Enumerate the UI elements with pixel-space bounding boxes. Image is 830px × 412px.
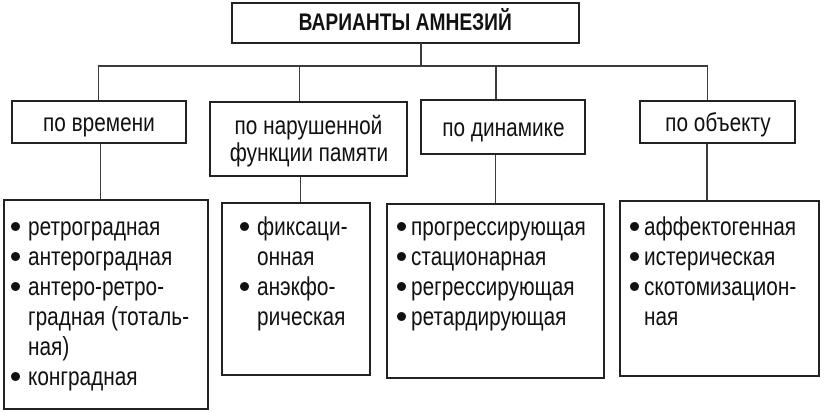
category-label-by-impaired-memory-function-line-1: по нарушенной	[234, 110, 383, 140]
bullet-icon	[11, 371, 20, 381]
list-item: ретроградная	[5, 211, 207, 241]
diagram-title: ВАРИАНТЫ АМНЕЗИЙ	[298, 9, 513, 36]
category-label-by-time: по времени	[43, 106, 155, 137]
bullet-icon	[11, 221, 20, 231]
list-item-text: ретардирующая	[411, 301, 567, 331]
list-item-text: антероградная	[28, 241, 173, 271]
bullet-icon	[630, 221, 639, 231]
list-item: ретардирующая	[388, 301, 603, 331]
list-item-continuation: рическая	[223, 301, 369, 331]
connector-by-object-to-list	[706, 143, 708, 201]
list-item-text: онная	[257, 241, 315, 271]
list-item: истерическая	[621, 241, 818, 271]
list-item-continuation: ная	[621, 301, 818, 331]
bullet-icon	[11, 281, 20, 291]
list-box-by-object: аффектогенная истерическая скотомизацион…	[619, 200, 820, 377]
category-node-by-dynamics: по динамике	[420, 99, 586, 155]
list-box-by-impaired-memory-function: фиксаци- онная анэкфо- рическая	[221, 202, 371, 376]
list-item: анэкфо-	[223, 271, 369, 301]
connector-drop-by-dynamics	[495, 65, 497, 100]
list-item-text: рическая	[257, 301, 346, 331]
bullet-icon	[397, 311, 406, 321]
list-box-by-dynamics: прогрессирующая стационарная регрессирую…	[386, 203, 605, 379]
bullet-icon	[397, 281, 406, 291]
category-node-by-object: по объекту	[639, 100, 796, 144]
bullet-icon	[240, 281, 249, 291]
list-item-continuation: градная (тоталь-	[5, 301, 207, 331]
list-item-text: фиксаци-	[257, 211, 348, 241]
bullet-icon	[240, 221, 249, 231]
category-label-by-impaired-memory-function-line-2: функции памяти	[229, 137, 388, 167]
bullet-icon	[397, 221, 406, 231]
category-node-by-time: по времени	[11, 100, 187, 144]
category-label-by-dynamics: по динамике	[441, 111, 565, 142]
list-item-text: прогрессирующая	[411, 211, 586, 241]
connector-by-dynamics-to-list	[494, 154, 496, 204]
list-item-text: истерическая	[644, 241, 776, 271]
connector-by-time-to-list	[99, 143, 101, 200]
connector-drop-by-object	[706, 65, 708, 101]
list-box-by-time: ретроградная антероградная антеро-ретро-…	[3, 199, 209, 410]
bullet-icon	[630, 251, 639, 261]
list-item: стационарная	[388, 241, 603, 271]
list-item-text: ная	[644, 301, 679, 331]
bullet-icon	[11, 251, 20, 261]
root-node-variants-of-amnesia: ВАРИАНТЫ АМНЕЗИЙ	[231, 2, 580, 44]
connector-root-stub	[420, 43, 422, 66]
category-label-by-object: по объекту	[664, 106, 771, 137]
list-item-text: стационарная	[411, 241, 547, 271]
list-item-text: аффектогенная	[644, 211, 797, 241]
list-item-text: анэкфо-	[257, 271, 336, 301]
list-item-text: антеро-ретро-	[28, 271, 165, 301]
bullet-icon	[630, 281, 639, 291]
list-item: конградная	[5, 361, 207, 391]
connector-drop-by-time	[97, 65, 99, 101]
list-item: аффектогенная	[621, 211, 818, 241]
list-item: скотомизацион-	[621, 271, 818, 301]
list-item: фиксаци-	[223, 211, 369, 241]
list-item-text: конградная	[28, 361, 138, 391]
list-item-text: скотомизацион-	[644, 271, 797, 301]
list-item: прогрессирующая	[388, 211, 603, 241]
category-node-by-impaired-memory-function: по нарушенной функции памяти	[209, 101, 408, 177]
connector-by-function-to-list	[299, 176, 301, 203]
list-item: антеро-ретро-	[5, 271, 207, 301]
list-item-text: ретроградная	[28, 211, 161, 241]
list-item: регрессирующая	[388, 271, 603, 301]
list-item-text: ная)	[28, 331, 70, 361]
list-item: антероградная	[5, 241, 207, 271]
list-item-text: регрессирующая	[411, 271, 575, 301]
connector-drop-by-function	[298, 65, 300, 102]
list-item-text: градная (тоталь-	[28, 301, 190, 331]
bullet-icon	[397, 251, 406, 261]
list-item-continuation: онная	[223, 241, 369, 271]
list-item-continuation: ная)	[5, 331, 207, 361]
connector-horizontal-bar	[97, 65, 708, 67]
